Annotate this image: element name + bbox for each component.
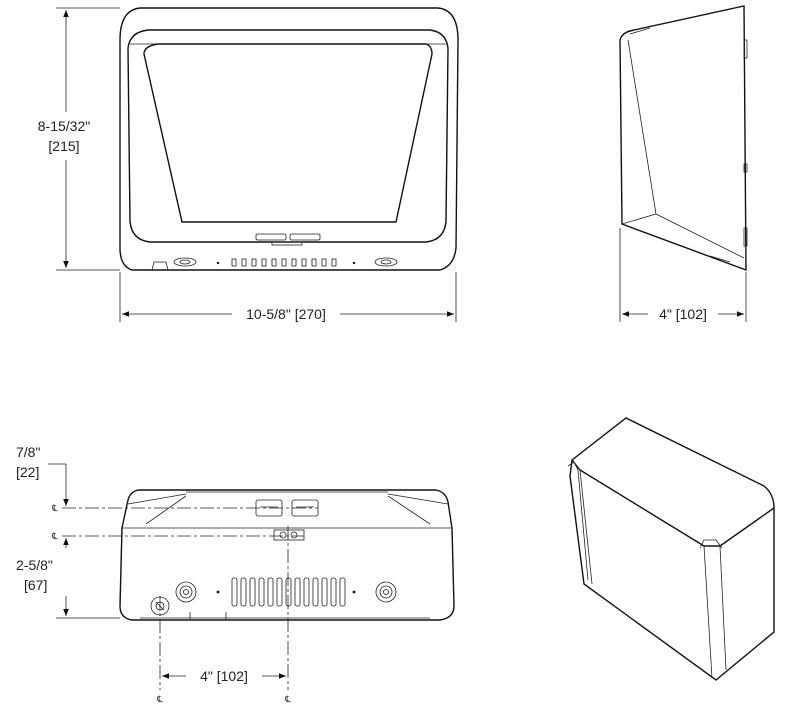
- height-offset-inches-label: 2-5/8": [16, 557, 53, 573]
- front-view: [119, 7, 459, 271]
- front-height-inches-label: 8-15/32": [38, 118, 90, 134]
- bottom-view: [119, 489, 455, 621]
- front-slots: [216, 258, 356, 267]
- side-depth-label: 4" [102]: [659, 306, 707, 322]
- bottom-height-offset-dimension: 2-5/8" [67]: [16, 557, 120, 619]
- bottom-slots: [231, 577, 346, 607]
- centerline-symbol-left: ℄: [156, 694, 163, 704]
- bottom-centerlines: ℄ ℄ ℄ ℄: [51, 503, 318, 704]
- side-depth-dimension: 4" [102]: [619, 228, 747, 322]
- front-height-dimension: 8-15/32" [215]: [38, 7, 120, 271]
- centerline-symbol-lower: ℄: [51, 531, 58, 541]
- centerline-symbol-upper: ℄: [51, 503, 58, 513]
- front-width-dimension: 10-5/8" [270]: [119, 272, 457, 322]
- height-offset-mm-label: [67]: [24, 577, 47, 593]
- top-offset-inches-label: 7/8": [16, 444, 40, 460]
- isometric-view: [567, 417, 775, 681]
- bottom-top-offset-dimension: 7/8" [22]: [16, 444, 69, 548]
- front-height-mm-label: [215]: [48, 138, 79, 154]
- side-view: [619, 5, 748, 272]
- centerline-symbol-right: ℄: [284, 694, 291, 704]
- centerline-spacing-label: 4" [102]: [200, 668, 248, 684]
- top-offset-mm-label: [22]: [16, 464, 39, 480]
- bottom-centerline-spacing-dimension: 4" [102]: [162, 668, 286, 684]
- front-width-label: 10-5/8" [270]: [246, 306, 326, 322]
